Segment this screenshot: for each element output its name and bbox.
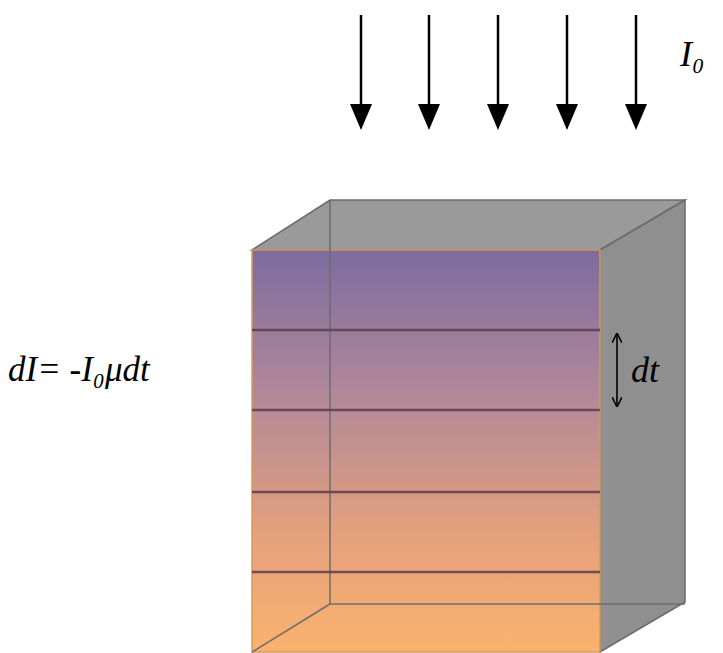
- attenuation-equation: dI= -I₀μdt: [8, 352, 150, 387]
- front-face: [252, 250, 600, 652]
- thickness-label: dt: [631, 352, 659, 388]
- intensity-label: I₀: [680, 36, 705, 72]
- hidden-edges: [252, 200, 685, 652]
- layer-lines: [252, 330, 600, 572]
- side-face: [600, 200, 685, 652]
- thickness-arrow: [616, 334, 618, 406]
- incident-beam: [361, 15, 636, 118]
- beam-arrowheads: [350, 104, 647, 130]
